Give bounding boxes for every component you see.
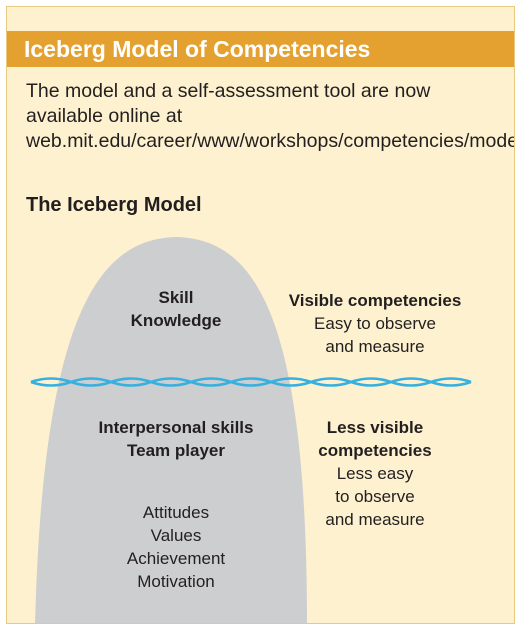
- above-water-labels: Skill Knowledge: [96, 286, 256, 332]
- visible-competencies-block: Visible competencies Easy to observe and…: [270, 289, 480, 358]
- below-water-labels: Attitudes Values Achievement Motivation: [96, 501, 256, 593]
- motivation-label: Motivation: [137, 572, 215, 591]
- achievement-label: Achievement: [126, 549, 226, 568]
- less-visible-desc-line-2: to observe: [335, 487, 415, 506]
- values-label: Values: [150, 526, 202, 545]
- visible-desc-line-1: Easy to observe: [314, 314, 436, 333]
- visible-competencies-heading: Visible competencies: [288, 291, 462, 310]
- waterline: [30, 377, 472, 387]
- knowledge-label: Knowledge: [130, 311, 222, 330]
- iceberg-diagram: [30, 237, 472, 623]
- less-visible-desc-line-1: Less easy: [336, 464, 414, 483]
- info-card: Iceberg Model of Competencies The model …: [6, 6, 515, 624]
- intro-paragraph: The model and a self-assessment tool are…: [26, 80, 514, 152]
- attitudes-label: Attitudes: [142, 503, 210, 522]
- team-player-label: Team player: [127, 441, 225, 460]
- skill-label: Skill: [158, 288, 194, 307]
- less-visible-competencies-block: Less visible competencies Less easy to o…: [270, 416, 480, 531]
- less-visible-heading-line-2: competencies: [318, 441, 432, 460]
- visible-desc-line-2: and measure: [325, 337, 425, 356]
- iceberg-shape: [35, 237, 307, 623]
- less-visible-desc-line-3: and measure: [325, 510, 425, 529]
- below-water-bold-labels: Interpersonal skills Team player: [66, 416, 286, 462]
- section-title: The Iceberg Model: [26, 194, 202, 216]
- interpersonal-skills-label: Interpersonal skills: [98, 418, 254, 437]
- less-visible-heading-line-1: Less visible: [326, 418, 424, 437]
- header-title: Iceberg Model of Competencies: [24, 36, 371, 62]
- header-bar: Iceberg Model of Competencies: [7, 31, 514, 67]
